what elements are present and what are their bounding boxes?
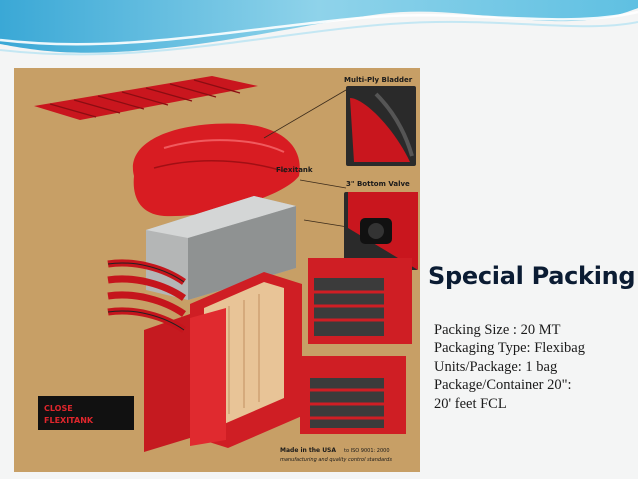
detail-package-container: Package/Container 20":: [434, 377, 572, 394]
label-iso: to ISO 9001: 2000: [344, 448, 390, 454]
detail-packing-size: Packing Size : 20 MT: [434, 322, 561, 338]
label-close: CLOSE: [44, 404, 73, 413]
label-valve: 3" Bottom Valve: [346, 180, 410, 188]
detail-packaging-type: Packaging Type: Flexibag: [434, 340, 585, 357]
label-flexitank: Flexitank: [276, 166, 313, 174]
detail-fcl: 20' feet FCL: [434, 395, 507, 412]
slide-title: Special Packing: [428, 262, 636, 290]
label-bladder: Multi-Ply Bladder: [344, 76, 413, 84]
header-wave: [0, 0, 638, 56]
close-flexitank-box: [38, 396, 134, 430]
flexitank-illustration: Multi-Ply Bladder Flexitank 3" Bottom Va…: [14, 68, 420, 472]
flexitank-bag: [132, 123, 300, 217]
label-flexitank-box: FLEXITANK: [44, 416, 94, 425]
label-made-in: Made in the USA: [280, 447, 336, 454]
packing-details: Packing Size : 20 MT Packaging Type: Fle…: [434, 321, 634, 413]
container-door: [144, 314, 190, 452]
bulkhead-panel: [107, 259, 187, 333]
container-lid: [34, 76, 258, 120]
label-quality: manufacturing and quality control standa…: [280, 457, 392, 463]
detail-units-package: Units/Package: 1 bag: [434, 358, 558, 375]
